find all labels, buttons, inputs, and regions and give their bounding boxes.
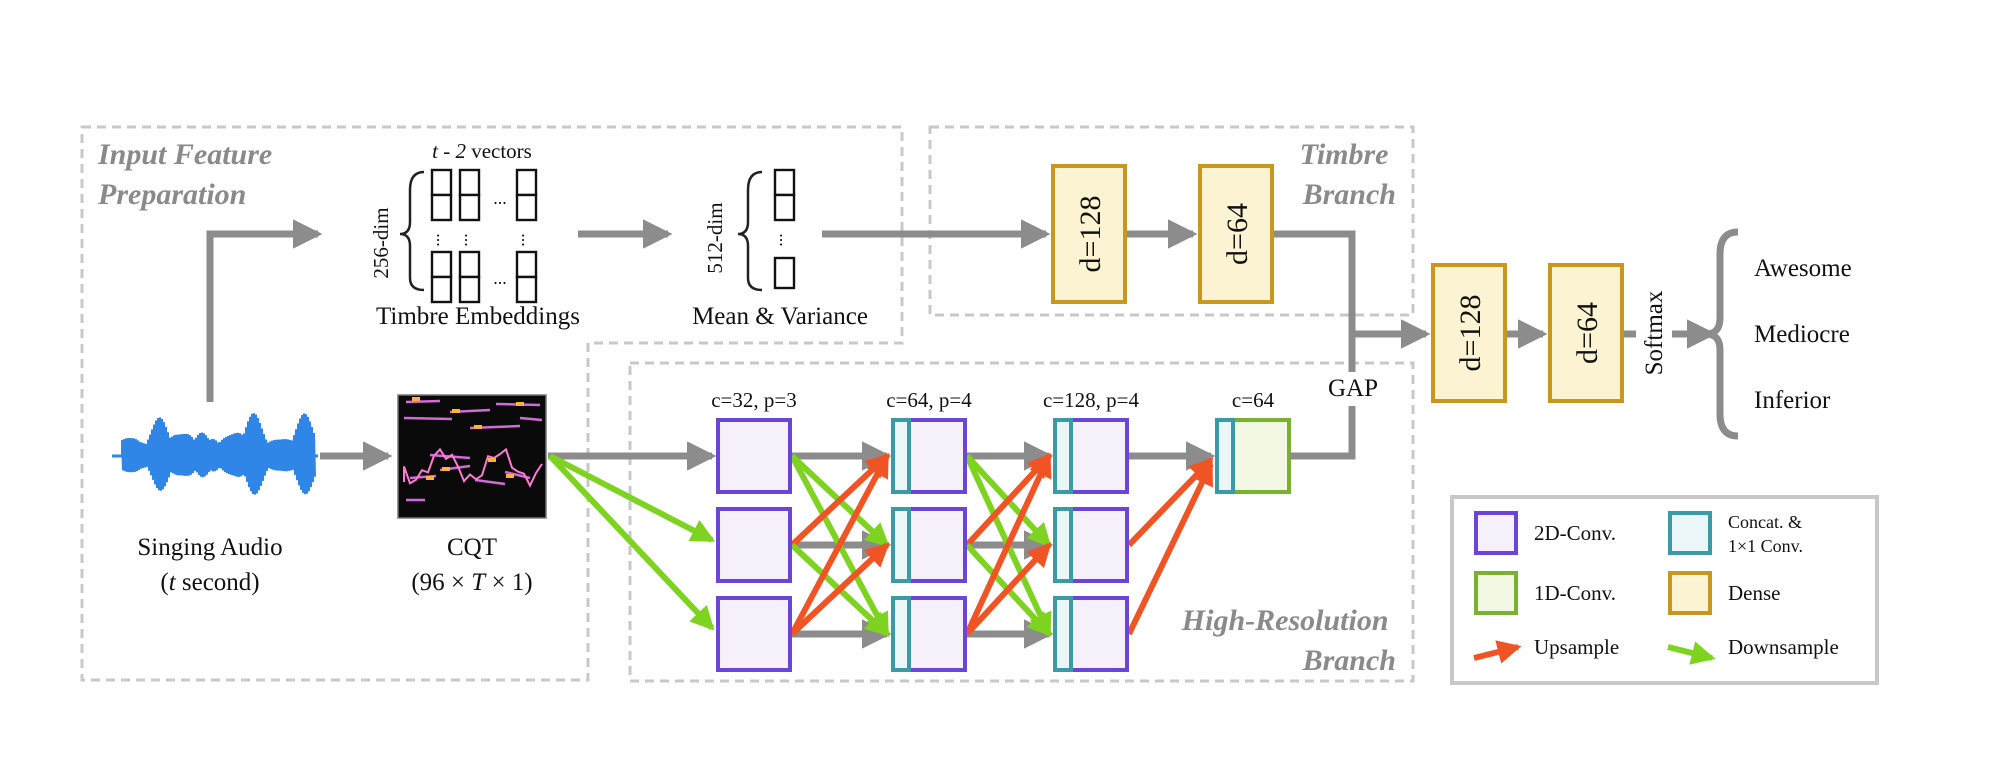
timbre-branch-panel <box>928 125 1415 317</box>
waveform-icon <box>112 413 318 495</box>
timbre-panel-title: Timbre Branch <box>1300 138 1396 211</box>
brace-256 <box>399 170 425 292</box>
cqt-dims-label: (96 × T × 1) <box>411 569 532 596</box>
class-inferior: Inferior <box>1754 387 1831 414</box>
downsample-arrow <box>548 453 716 543</box>
downsample-arrow <box>547 453 715 631</box>
dim-512-label: 512-dim <box>703 202 727 273</box>
brace-512 <box>737 170 763 292</box>
legend-downsample-arrow <box>1667 641 1716 665</box>
timbre-embedding-vectors: ............... <box>430 168 538 304</box>
hr-stage-label: c=128, p=4 <box>1043 388 1140 412</box>
legend-conv1d-swatch <box>1474 571 1518 615</box>
concat-conv-block <box>891 418 967 494</box>
timbre-to-head-connector <box>1274 230 1356 334</box>
head-dense-64: d=64 <box>1548 263 1624 403</box>
hr-stage-label: c=64 <box>1232 388 1275 412</box>
classes-brace <box>1705 228 1739 440</box>
gap-label: GAP <box>1328 375 1378 402</box>
cqt-label: CQT <box>447 534 497 561</box>
input-panel-title: Input Feature Preparation <box>97 138 280 211</box>
legend-conv2d-swatch <box>1474 511 1518 555</box>
svg-text:...: ... <box>518 233 538 247</box>
hr-panel-title: High-Resolution Branch <box>1181 604 1396 677</box>
svg-text:d=64: d=64 <box>1571 302 1604 364</box>
conv2d-block <box>716 596 792 672</box>
embeddings-label: Timbre Embeddings <box>376 303 580 330</box>
concat-conv-block <box>1053 507 1129 583</box>
mean-variance-label: Mean & Variance <box>692 303 868 330</box>
audio-duration-label: (t second) <box>160 569 259 596</box>
vectors-count-label: t - 2 vectors <box>432 139 532 163</box>
softmax-label: Softmax <box>1641 290 1668 375</box>
conv2d-block <box>716 507 792 583</box>
stats-vector: ... <box>773 168 796 290</box>
svg-text:...: ... <box>433 233 453 247</box>
conv2d-block <box>716 418 792 494</box>
svg-text:d=128: d=128 <box>1454 295 1487 372</box>
conv1d-block <box>1215 418 1291 494</box>
legend-downsample-label: Downsample <box>1728 635 1839 659</box>
svg-text:...: ... <box>776 233 796 247</box>
upsample-arrow <box>789 452 890 636</box>
concat-conv-block <box>1053 596 1129 672</box>
class-awesome: Awesome <box>1754 255 1852 282</box>
legend-conv2d-label: 2D-Conv. <box>1534 521 1616 545</box>
legend-dense-swatch <box>1668 571 1712 615</box>
svg-text:...: ... <box>461 233 481 247</box>
legend-dense-label: Dense <box>1728 581 1780 605</box>
svg-text:...: ... <box>493 188 507 208</box>
concat-conv-block <box>891 507 967 583</box>
timbre-dense-64: d=64 <box>1198 164 1274 304</box>
upsample-arrow <box>964 542 1052 637</box>
concat-conv-block <box>1053 418 1129 494</box>
input-feature-panel <box>80 125 904 682</box>
upsample-arrow <box>1126 457 1214 548</box>
legend-upsample-arrow <box>1473 640 1522 664</box>
svg-text:...: ... <box>493 268 507 288</box>
upsample-arrow <box>964 452 1052 636</box>
high-resolution-branch-panel <box>628 361 1415 683</box>
legend-conv1d-label: 1D-Conv. <box>1534 581 1616 605</box>
legend-concat-swatch <box>1668 511 1712 555</box>
audio-to-embeddings-arrow <box>206 219 323 402</box>
class-mediocre: Mediocre <box>1754 321 1850 348</box>
svg-text:d=128: d=128 <box>1074 196 1107 273</box>
upsample-arrow <box>1126 460 1214 636</box>
legend-upsample-label: Upsample <box>1534 635 1619 659</box>
legend: 2D-Conv. Concat. & 1×1 Conv. 1D-Conv. De… <box>1450 495 1879 685</box>
dim-256-label: 256-dim <box>369 207 393 278</box>
hr-stage-label: c=32, p=3 <box>711 388 797 412</box>
hr-stage-label: c=64, p=4 <box>886 388 972 412</box>
upsample-arrow <box>789 542 890 637</box>
head-dense-128: d=128 <box>1431 263 1507 403</box>
audio-label: Singing Audio <box>137 534 282 561</box>
concat-conv-block <box>891 596 967 672</box>
legend-concat-label: Concat. & 1×1 Conv. <box>1728 512 1807 556</box>
svg-text:d=64: d=64 <box>1221 203 1254 265</box>
cqt-spectrogram <box>397 394 547 519</box>
timbre-dense-128: d=128 <box>1051 164 1127 304</box>
